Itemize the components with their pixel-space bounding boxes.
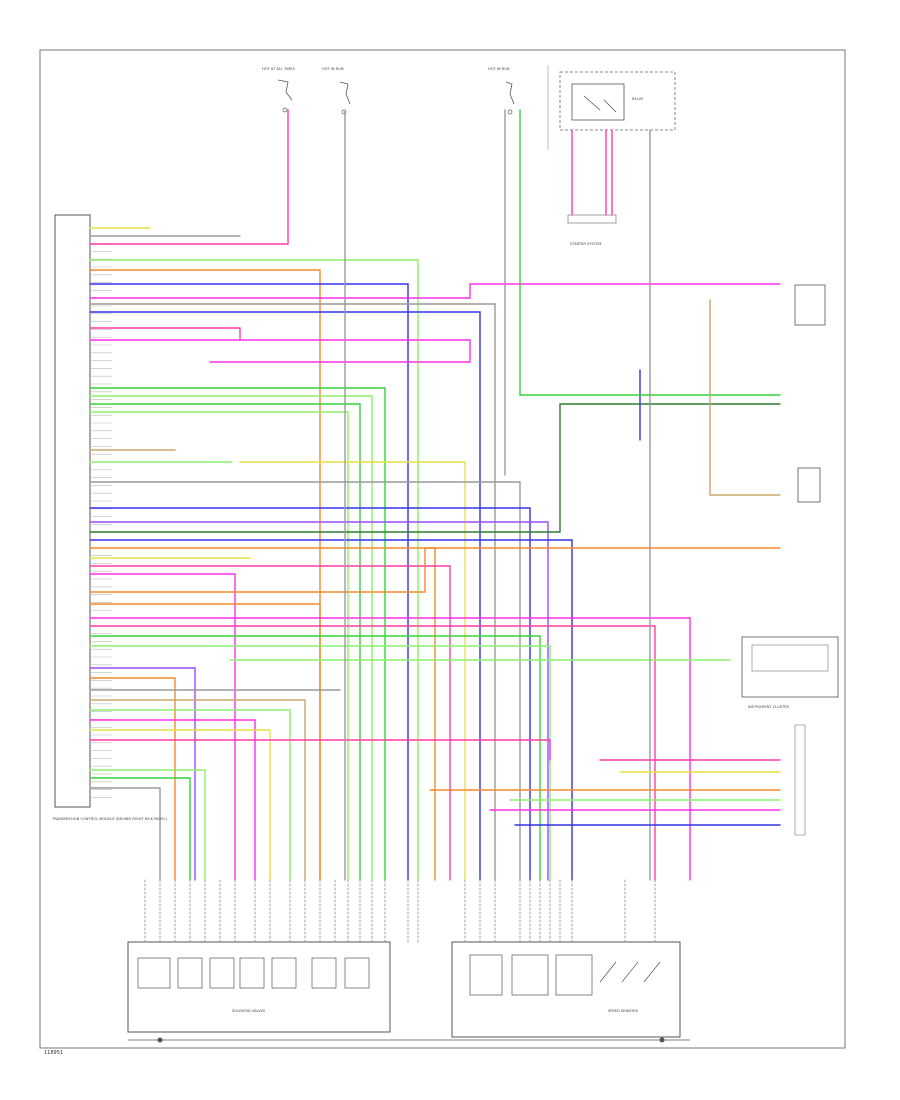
solenoid-valves-label: SOLENOID VALVES bbox=[232, 1009, 266, 1013]
hot-at-all-times-label: HOT AT ALL TIMES bbox=[262, 67, 296, 71]
wire-green bbox=[89, 387, 386, 881]
relay-label: RELAY bbox=[632, 97, 644, 101]
wire-blue bbox=[89, 283, 409, 881]
fuse-hot-at-all-times: HOT AT ALL TIMES bbox=[262, 67, 296, 113]
wire-light_green bbox=[89, 395, 373, 881]
wire-magenta bbox=[89, 573, 236, 881]
brake-switch-symbol bbox=[794, 284, 826, 326]
wire-magenta bbox=[89, 339, 471, 363]
right-sensor-symbol bbox=[797, 467, 821, 503]
wire-orange bbox=[89, 677, 176, 881]
wire-blue bbox=[89, 507, 531, 881]
wire-light_green bbox=[89, 259, 419, 881]
wire-violet bbox=[89, 521, 549, 881]
wire-orange bbox=[89, 547, 436, 881]
wire-tan bbox=[709, 299, 781, 496]
wire-dark_green bbox=[89, 403, 781, 533]
wire-magenta bbox=[89, 283, 781, 299]
wire-pink bbox=[89, 739, 551, 761]
starter-system-label: STARTER SYSTEM bbox=[570, 242, 601, 246]
diagram-frame bbox=[39, 49, 846, 1049]
wire-gray bbox=[89, 787, 161, 881]
wire-tan bbox=[89, 699, 306, 881]
wire-magenta bbox=[89, 719, 256, 881]
solenoid-valves-box bbox=[127, 941, 391, 1033]
relay-inner bbox=[571, 83, 625, 121]
wire-yellow bbox=[239, 461, 466, 881]
wire-blue bbox=[89, 539, 573, 881]
wire-harness bbox=[89, 109, 781, 943]
speed-sensors-label: SPEED SENSORS bbox=[608, 1009, 639, 1013]
wire-orange bbox=[89, 603, 321, 881]
wire-light_green bbox=[89, 769, 206, 881]
wire-yellow bbox=[89, 729, 271, 881]
wire-pink bbox=[89, 327, 241, 341]
diagram-code: 118951 bbox=[44, 1050, 63, 1056]
speed-sensor-symbols bbox=[469, 954, 661, 996]
instrument-cluster-label: INSTRUMENT CLUSTER bbox=[748, 705, 789, 709]
relay-box bbox=[559, 71, 676, 131]
wire-green bbox=[519, 109, 781, 396]
instrument-cluster-inner bbox=[751, 644, 829, 672]
wire-light_green bbox=[89, 645, 551, 881]
fuse-hot-in-run-2: HOT IN RUN bbox=[488, 67, 515, 115]
hot-in-run-label-2: HOT IN RUN bbox=[488, 67, 510, 71]
instrument-cluster-box bbox=[741, 636, 839, 698]
hot-in-run-label: HOT IN RUN bbox=[322, 67, 344, 71]
speed-sensors-box bbox=[451, 941, 681, 1038]
right-connector-strip bbox=[794, 724, 806, 836]
wire-gray bbox=[89, 481, 521, 881]
wire-pink bbox=[89, 565, 451, 881]
wire-light_green bbox=[89, 709, 291, 881]
wire-green bbox=[89, 635, 541, 881]
wire-pink bbox=[89, 109, 289, 245]
fuse-hot-in-run: HOT IN RUN bbox=[322, 67, 351, 115]
solenoid-symbols bbox=[137, 957, 370, 989]
wire-pink bbox=[89, 625, 656, 881]
wire-magenta bbox=[89, 617, 691, 881]
wire-green bbox=[89, 777, 191, 881]
wire-gray bbox=[89, 303, 496, 881]
tcm-connector-block bbox=[54, 214, 91, 808]
wire-violet bbox=[89, 667, 196, 881]
starter-system-connector bbox=[567, 214, 617, 224]
wire-orange bbox=[89, 547, 781, 593]
wire-blue bbox=[89, 311, 481, 881]
wire-green bbox=[89, 403, 361, 881]
tcm-pins bbox=[90, 227, 112, 798]
wire-light_green bbox=[89, 411, 349, 881]
tcm-label: TRANSMISSION CONTROL MODULE (BEHIND RIGH… bbox=[51, 817, 168, 821]
